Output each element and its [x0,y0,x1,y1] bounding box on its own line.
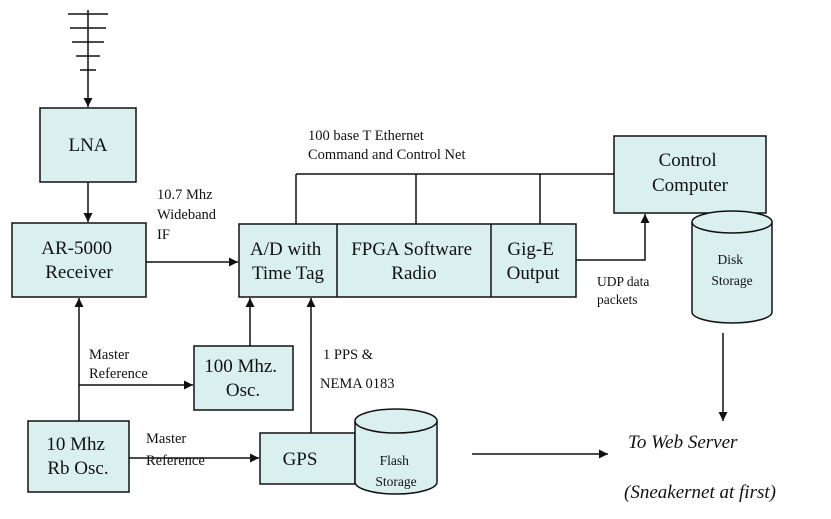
if-label: 10.7 Mhz Wideband IF [157,187,220,243]
flash-storage-icon [354,408,438,495]
receiver-block: AR-5000 Receiver [11,222,147,298]
control-computer-label: Control Computer [652,150,729,196]
lna-block: LNA [39,107,137,183]
control-computer-block: Control Computer [613,135,767,214]
processing-chassis [238,223,577,298]
disk-storage-label: Disk Storage [711,252,752,288]
lna-label: LNA [68,135,107,156]
gige-label: Gig-E Output [507,239,561,284]
master-ref-1-label: Master Reference [89,347,148,382]
gige-to-computer-arrow [576,214,650,261]
ethernet-label: 100 base T Ethernet Command and Control … [308,128,465,163]
master-ref-2-label: Master Reference [146,431,205,469]
ethernet-bus [295,173,614,224]
web-server-label: To Web Server [628,432,738,453]
sneakernet-label: (Sneakernet at first) [624,482,776,503]
adc-label: A/D with Time Tag [250,239,326,284]
antenna-icon [68,10,108,94]
rb-osc-block: 10 Mhz Rb Osc. [27,420,130,493]
fpga-label: FPGA Software Radio [351,239,477,284]
gps-block: GPS [259,432,356,485]
rb-osc-label: 10 Mhz Rb Osc. [46,434,109,479]
osc100-label: 100 Mhz. Osc. [204,356,282,401]
osc100-block: 100 Mhz. Osc. [193,345,294,411]
gps-label: GPS [283,449,318,470]
receiver-label: AR-5000 Receiver [41,238,116,283]
nema-label: NEMA 0183 [320,376,395,392]
pps-label: 1 PPS & [323,347,374,363]
flash-storage-label: Flash Storage [375,453,416,489]
udp-label: UDP data packets [597,274,653,307]
disk-storage-icon [691,210,773,324]
